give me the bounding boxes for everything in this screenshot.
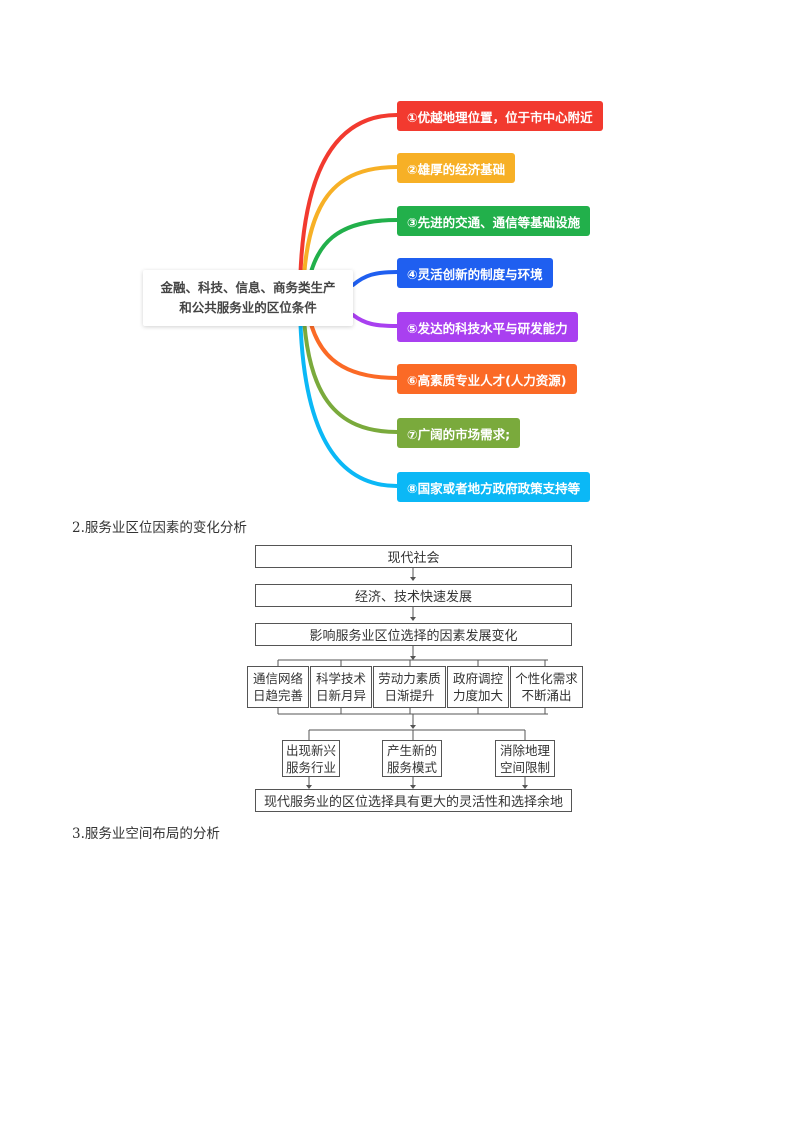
factor-box-communication: 通信网络 日趋完善	[247, 666, 309, 708]
outcome-line2: 空间限制	[499, 759, 550, 775]
factor-line2: 不断涌出	[521, 688, 572, 703]
branch-6: ⑥高素质专业人才(人力资源)	[397, 364, 577, 394]
branch-5: ⑤发达的科技水平与研发能力	[397, 312, 578, 342]
factor-line1: 个性化需求	[515, 671, 578, 686]
outcome-line2: 服务行业	[285, 759, 336, 775]
factor-line1: 政府调控	[452, 671, 503, 686]
center-node-line2: 和公共服务业的区位条件	[179, 300, 317, 315]
factor-line1: 通信网络	[252, 671, 303, 686]
factor-box-labor: 劳动力素质 日渐提升	[373, 666, 446, 708]
factor-line2: 日新月异	[315, 688, 366, 703]
branch-3: ③先进的交通、通信等基础设施	[397, 206, 591, 236]
factor-line2: 日趋完善	[252, 688, 303, 703]
outcome-box-remove-limits: 消除地理 空间限制	[495, 740, 555, 777]
branch-1: ①优越地理位置，位于市中心附近	[397, 101, 603, 131]
outcome-line2: 服务模式	[386, 759, 437, 775]
outcome-line1: 消除地理	[499, 742, 550, 758]
factor-line1: 劳动力素质	[378, 671, 441, 686]
outcome-line1: 出现新兴	[285, 742, 336, 758]
branch-7: ⑦广阔的市场需求;	[397, 418, 521, 448]
factor-box-technology: 科学技术 日新月异	[310, 666, 372, 708]
section3-heading: 3.服务业空间布局的分析	[72, 826, 220, 842]
branch-2: ②雄厚的经济基础	[397, 153, 516, 183]
factor-line2: 日渐提升	[384, 688, 435, 703]
branch-8: ⑧国家或者地方政府政策支持等	[397, 472, 591, 502]
factor-box-demand: 个性化需求 不断涌出	[510, 666, 583, 708]
flow-conclusion: 现代服务业的区位选择具有更大的灵活性和选择余地	[255, 789, 572, 812]
outcome-line1: 产生新的	[386, 742, 437, 758]
mindmap-center-node: 金融、科技、信息、商务类生产 和公共服务业的区位条件	[143, 270, 353, 326]
factor-line2: 力度加大	[452, 688, 503, 703]
flow-step-modern-society: 现代社会	[255, 545, 572, 568]
factor-box-government: 政府调控 力度加大	[447, 666, 509, 708]
factor-line1: 科学技术	[315, 671, 366, 686]
outcome-box-new-industries: 出现新兴 服务行业	[282, 740, 340, 777]
branch-4: ④灵活创新的制度与环境	[397, 258, 553, 288]
flowchart-connectors	[277, 568, 548, 789]
outcome-box-new-models: 产生新的 服务模式	[382, 740, 442, 777]
flow-step-factor-change: 影响服务业区位选择的因素发展变化	[255, 623, 572, 646]
flow-step-development: 经济、技术快速发展	[255, 584, 572, 607]
center-node-line1: 金融、科技、信息、商务类生产	[160, 280, 336, 295]
section2-heading: 2.服务业区位因素的变化分析	[72, 520, 247, 536]
